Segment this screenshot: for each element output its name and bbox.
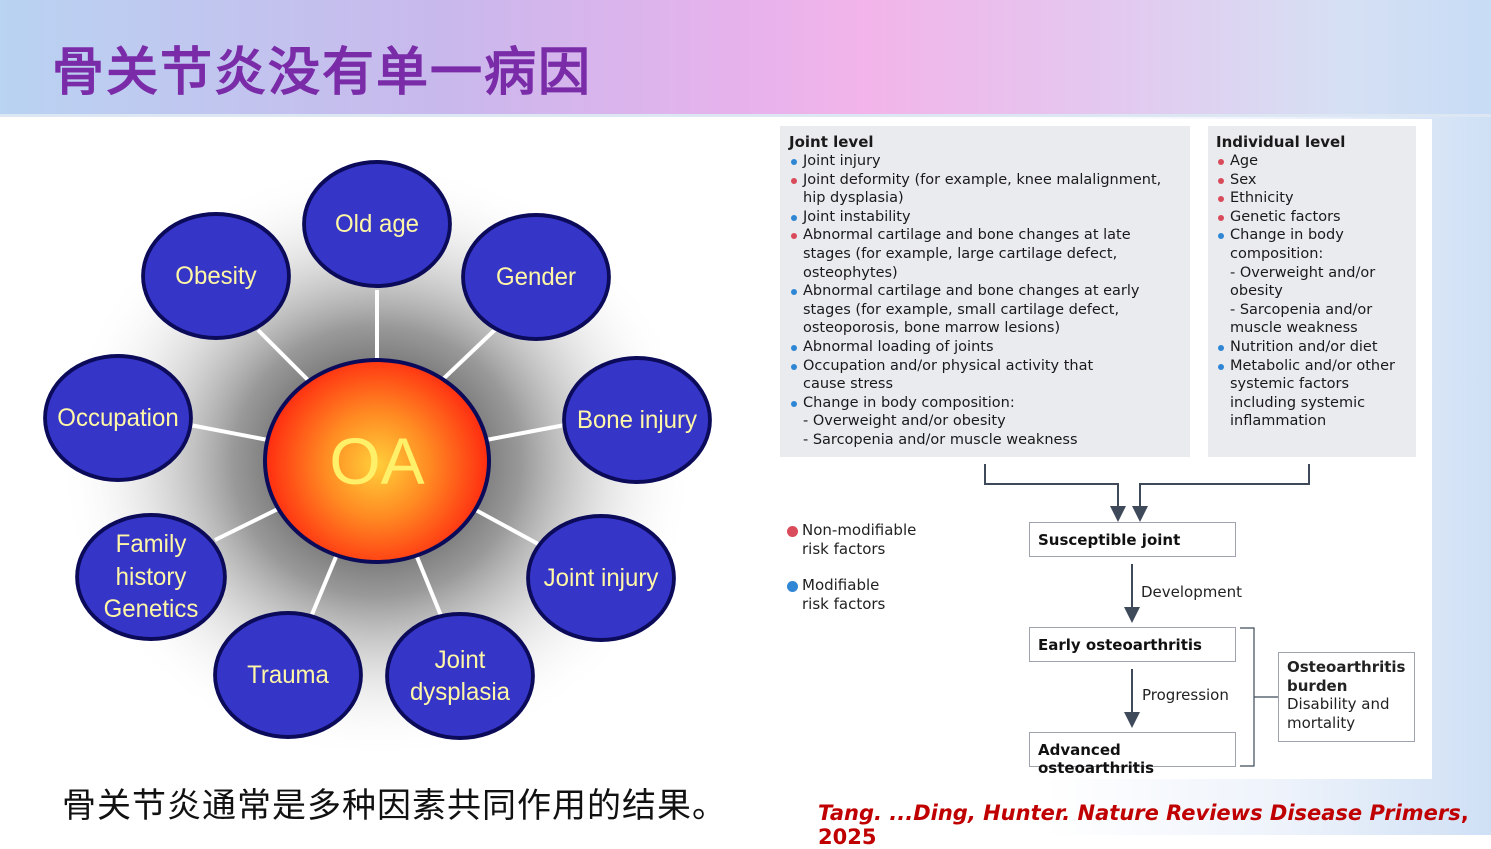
modifiable-dot (791, 159, 797, 165)
list-item: Abnormal loading of joints (789, 338, 1190, 357)
individual-level-heading: Individual level (1216, 133, 1346, 151)
list-item: Joint deformity (for example, knee malal… (789, 171, 1190, 208)
factor-joint-dysplasia: Joint dysplasia (385, 612, 535, 740)
modifiable-dot (791, 400, 797, 407)
list-item: Age (1216, 152, 1416, 171)
sub-item: - Overweight and/or obesity (1230, 264, 1376, 300)
joint-level-heading: Joint level (789, 133, 874, 151)
modifiable-dot (791, 344, 797, 351)
list-item: Joint injury (789, 152, 1190, 171)
list-item: Ethnicity (1216, 189, 1416, 208)
list-item: Genetic factors (1216, 208, 1416, 227)
list-item: Joint instability (789, 208, 1190, 227)
individual-level-list: Age Sex Ethnicity Genetic factors Change… (1216, 152, 1416, 264)
individual-level-list-2: Nutrition and/or diet Metabolic and/or o… (1216, 338, 1416, 431)
modifiable-legend-dot (787, 581, 798, 592)
sub-item: - Sarcopenia and/or muscle weakness (1230, 301, 1373, 337)
spoke-occupation (189, 423, 269, 442)
modifiable-dot (1218, 344, 1224, 351)
oa-center-circle: OA (263, 358, 491, 564)
sub-item: - Overweight and/or obesity (803, 413, 1006, 430)
factor-family-history-genetics: Family history Genetics (75, 513, 227, 641)
non-modifiable-dot (791, 233, 797, 240)
list-item: Occupation and/or physical activity that… (789, 357, 1190, 394)
non-modifiable-dot (1218, 177, 1224, 184)
non-modifiable-legend: Non-modifiable risk factors (802, 521, 917, 558)
joint-to-susceptible-arrow (984, 464, 1126, 522)
non-modifiable-dot (791, 177, 797, 184)
modifiable-dot (1218, 233, 1224, 240)
spoke-joint-injury (471, 506, 541, 547)
spoke-family-history (214, 506, 281, 542)
joint-level-list: Joint injury Joint deformity (for exampl… (789, 152, 1190, 412)
joint-level-box: Joint level Joint injury Joint deformity… (780, 126, 1190, 457)
list-item: Sex (1216, 171, 1416, 190)
individual-to-susceptible-arrow (1132, 464, 1310, 522)
list-item: Metabolic and/or other systemic factors … (1216, 357, 1416, 431)
sub-item: - Sarcopenia and/or muscle weakness (803, 431, 1078, 448)
modifiable-dot (791, 363, 797, 370)
factor-gender: Gender (461, 213, 611, 341)
modifiable-dot (791, 214, 797, 221)
non-modifiable-dot (1218, 159, 1224, 165)
factor-old-age: Old age (302, 160, 452, 288)
modifiable-dot (791, 289, 797, 296)
oa-burden-box: Osteoarthritis burden Disability and mor… (1278, 652, 1415, 742)
list-item: Change in body composition: (789, 394, 1190, 413)
modifiable-dot (1218, 363, 1224, 370)
spoke-bone-injury (485, 423, 566, 442)
citation: Tang. ...Ding, Hunter. Nature Reviews Di… (818, 801, 1469, 849)
modifiable-legend: Modifiable risk factors (802, 576, 886, 613)
progression-label: Progression (1142, 686, 1229, 704)
title-divider (0, 114, 1491, 117)
susceptible-joint-box: Susceptible joint (1029, 522, 1236, 557)
list-item: Abnormal cartilage and bone changes at l… (789, 226, 1190, 282)
advanced-oa-box: Advanced osteoarthritis (1029, 732, 1236, 777)
burden-bracket (1240, 627, 1278, 767)
list-item: Change in body composition: (1216, 226, 1416, 263)
risk-factor-figure: Joint level Joint injury Joint deformity… (778, 119, 1432, 779)
non-modifiable-dot (1218, 196, 1224, 203)
non-modifiable-dot (1218, 214, 1224, 221)
slide-title: 骨关节炎没有单一病因 (52, 43, 593, 103)
list-item: Nutrition and/or diet (1216, 338, 1416, 357)
non-modifiable-legend-dot (787, 526, 798, 537)
burden-title: Osteoarthritis burden (1287, 658, 1406, 695)
slide-caption: 骨关节炎通常是多种因素共同作用的结果。 (62, 786, 727, 826)
spoke-gender (438, 323, 502, 384)
factor-trauma: Trauma (213, 611, 363, 739)
factor-obesity: Obesity (141, 212, 291, 340)
individual-level-box: Individual level Age Sex Ethnicity Genet… (1208, 126, 1416, 457)
list-item: Abnormal cartilage and bone changes at e… (789, 282, 1190, 338)
development-label: Development (1141, 583, 1242, 601)
spoke-obesity (256, 328, 312, 384)
factor-joint-injury: Joint injury (526, 514, 676, 642)
title-banner (0, 0, 1491, 114)
burden-subtitle: Disability and mortality (1287, 695, 1390, 732)
factor-occupation: Occupation (43, 354, 193, 482)
early-oa-box: Early osteoarthritis (1029, 627, 1236, 662)
factor-bone-injury: Bone injury (562, 356, 712, 484)
